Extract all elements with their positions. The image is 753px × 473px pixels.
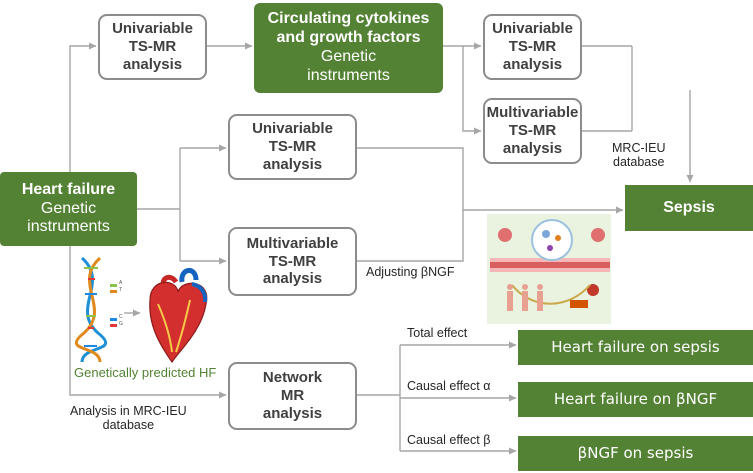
box-line: TS-MR <box>268 252 317 270</box>
causal-effect-alpha-label: Causal effect α <box>407 379 491 393</box>
result-hf-on-sepsis: Heart failure on sepsis <box>518 330 753 365</box>
box-line: Multivariable <box>486 104 579 122</box>
sepsis-illustration <box>487 214 611 324</box>
mrc-ieu-database-label: MRC-IEU database <box>612 141 665 170</box>
heart-failure-sub-1: Genetic <box>40 199 97 217</box>
dna-letter: A <box>119 280 123 286</box>
univariable-ts-mr-box-right: Univariable TS-MR analysis <box>483 14 582 80</box>
cytokines-sub-1: Genetic <box>320 48 377 65</box>
label-line: Analysis in MRC-IEU <box>70 404 187 418</box>
genetically-predicted-hf-label: Genetically predicted HF <box>74 365 217 380</box>
box-line: analysis <box>502 55 563 73</box>
box-line: TS-MR <box>268 138 317 156</box>
analysis-in-mrc-ieu-label: Analysis in MRC-IEU database <box>70 404 187 433</box>
multivariable-ts-mr-box-mid: Multivariable TS-MR analysis <box>228 227 357 296</box>
cytokines-title-1: Circulating cytokines <box>267 10 430 28</box>
cytokines-sub-2: instruments <box>307 66 390 84</box>
box-line: TS-MR <box>128 38 177 56</box>
causal-effect-beta-label: Causal effect β <box>407 433 491 447</box>
label-line: MRC-IEU <box>612 141 666 155</box>
heart-failure-title: Heart failure <box>21 180 116 198</box>
total-effect-label: Total effect <box>407 326 468 340</box>
box-line: Univariable <box>112 20 193 38</box>
box-line: TS-MR <box>508 38 557 56</box>
result-ngf-on-sepsis: βNGF on sepsis <box>518 436 753 471</box>
label-line: database <box>613 155 665 170</box>
univariable-ts-mr-box-mid: Univariable TS-MR analysis <box>228 114 357 180</box>
result-label: Heart failure on βNGF <box>553 389 718 408</box>
box-line: analysis <box>262 404 323 422</box>
result-label: βNGF on sepsis <box>577 443 694 462</box>
dna-letter: C <box>119 314 123 320</box>
result-label: Heart failure on sepsis <box>551 337 720 356</box>
univariable-ts-mr-box-top: Univariable TS-MR analysis <box>98 14 207 80</box>
box-line: analysis <box>262 155 323 173</box>
heart-icon <box>149 268 208 364</box>
cytokines-title-2: and growth factors <box>276 29 421 47</box>
result-hf-on-ngf: Heart failure on βNGF <box>518 382 753 417</box>
box-line: Univariable <box>492 20 573 38</box>
sepsis-box: Sepsis <box>625 185 753 231</box>
box-line: analysis <box>502 139 563 157</box>
box-line: Multivariable <box>246 234 339 252</box>
cytokines-box: Circulating cytokines and growth factors… <box>254 3 443 93</box>
dna-letter: G <box>119 321 123 327</box>
box-line: TS-MR <box>508 122 557 140</box>
dna-icon <box>74 256 117 363</box>
box-line: Univariable <box>252 120 333 138</box>
dna-letter: T <box>119 287 123 293</box>
sepsis-label: Sepsis <box>663 198 715 216</box>
heart-failure-sub-2: instruments <box>27 218 110 236</box>
label-line: database <box>102 418 155 433</box>
box-line: analysis <box>122 55 183 73</box>
heart-failure-box: Heart failure Genetic instruments <box>0 172 137 246</box>
box-line: analysis <box>262 270 323 288</box>
multivariable-ts-mr-box-right: Multivariable TS-MR analysis <box>483 98 582 164</box>
box-line: Network <box>262 369 323 387</box>
adjusting-ngf-label: Adjusting βNGF <box>366 265 455 279</box>
box-line: MR <box>280 387 305 405</box>
network-mr-box: Network MR analysis <box>228 362 357 430</box>
